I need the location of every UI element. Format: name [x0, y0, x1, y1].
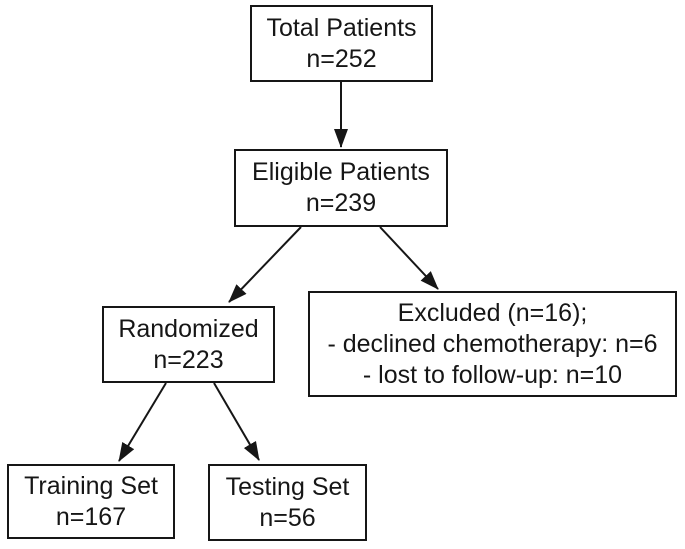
node-label: Total Patients [266, 13, 417, 42]
arrow-eligible-to-randomized [228, 226, 302, 303]
arrow-eligible-to-excluded [379, 226, 439, 290]
node-excluded: Excluded (n=16); - declined chemotherapy… [308, 291, 677, 397]
node-label: Training Set [24, 471, 158, 500]
node-label: Eligible Patients [252, 158, 430, 186]
node-label: Testing Set [225, 472, 350, 501]
node-training-set: Training Set n=167 [7, 464, 175, 539]
node-count: n=223 [153, 345, 224, 374]
node-count: n=56 [259, 503, 316, 532]
arrow-randomized-to-training [118, 382, 167, 462]
node-reason-declined-chemotherapy: - declined chemotherapy: n=6 [327, 329, 658, 358]
node-randomized: Randomized n=223 [102, 306, 275, 383]
node-count: n=167 [55, 502, 127, 531]
arrow-randomized-to-testing [213, 382, 260, 461]
node-count: n=239 [305, 189, 377, 217]
node-reason-lost-to-follow-up: - lost to follow-up: n=10 [362, 360, 623, 389]
node-label: Randomized [118, 314, 259, 343]
node-eligible-patients: Eligible Patients n=239 [234, 149, 448, 227]
node-label: Excluded (n=16); [397, 298, 588, 327]
node-total-patients: Total Patients n=252 [250, 5, 433, 82]
node-testing-set: Testing Set n=56 [208, 464, 367, 541]
node-count: n=252 [306, 44, 377, 73]
